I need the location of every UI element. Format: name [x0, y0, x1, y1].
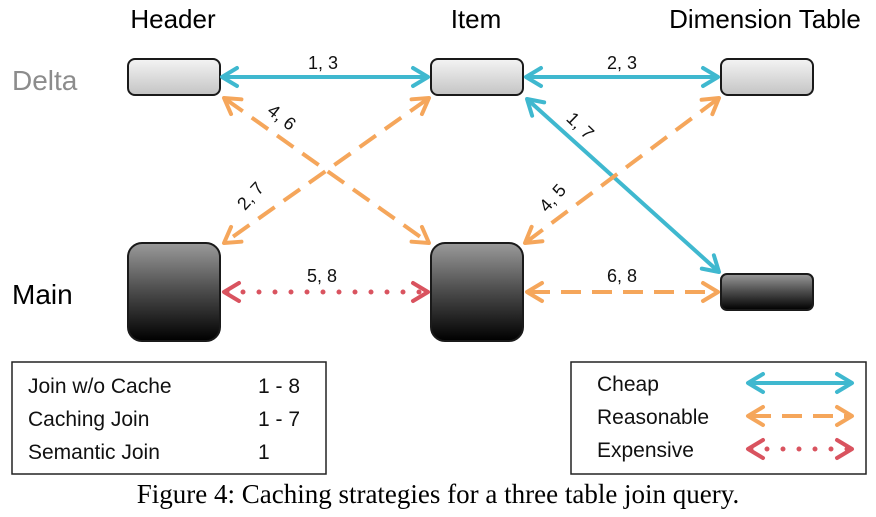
edge-item-delta-header-main-arrowhead-end [222, 224, 244, 245]
edge-dim-delta-item-main-line [526, 98, 718, 243]
dimension-delta-box [720, 58, 814, 96]
cost-legend-arrow-cheap-arrowhead-end [835, 372, 854, 394]
edge-item-dim-delta-arrowhead-end [701, 66, 720, 88]
edge-item-delta-header-main-line [225, 98, 428, 243]
edge-header-delta-item-main-arrowhead-end [409, 224, 431, 245]
edge-header-delta-item-main-line [225, 98, 428, 243]
edge-dim-delta-item-main-arrowhead-start [699, 96, 721, 117]
header-column-title: Header [130, 4, 216, 34]
strategy-range-caching-join: 1 - 7 [258, 408, 300, 431]
header-delta-box [127, 58, 221, 96]
cost-legend-arrow-expensive-arrowhead-end [835, 438, 854, 460]
edge-label-dim-delta-item-main: 4, 5 [535, 180, 570, 216]
cost-legend-arrow-cheap-arrowhead-start [746, 372, 765, 394]
cost-legend-label-expensive: Expensive [597, 439, 694, 462]
edge-item-dim-main-arrowhead-start [525, 281, 544, 303]
edge-label-item-delta-header-main: 2, 7 [233, 178, 268, 214]
item-delta-box [430, 58, 524, 96]
edge-dim-delta-item-main-arrowhead-end [523, 224, 545, 245]
strategy-name-caching-join: Caching Join [28, 408, 149, 431]
strategy-range-semantic-join: 1 [258, 441, 270, 464]
strategy-legend-box [11, 361, 327, 475]
edge-header-item-main-arrowhead-end [411, 281, 430, 303]
cost-legend-arrow-reasonable-arrowhead-start [746, 405, 765, 427]
edge-item-delta-dim-main-arrowhead-end [699, 253, 721, 274]
edge-label-header-item-delta: 1, 3 [308, 53, 338, 73]
figure-caption: Figure 4: Caching strategies for a three… [137, 479, 740, 509]
dimension-table-column-title: Dimension Table [669, 4, 861, 34]
edge-header-item-delta-arrowhead-end [411, 66, 430, 88]
main-row-title: Main [12, 279, 73, 310]
edge-item-delta-dim-main-line [527, 99, 719, 272]
edge-header-item-delta-arrowhead-start [220, 66, 239, 88]
delta-row-title: Delta [12, 65, 78, 96]
edge-item-delta-header-main-arrowhead-start [409, 96, 431, 117]
edge-label-header-delta-item-main: 4, 6 [264, 100, 300, 134]
item-main-box [430, 242, 524, 342]
legend-arrow-layer [746, 372, 854, 460]
edge-item-dim-delta-arrowhead-start [524, 66, 543, 88]
dimension-main-box [720, 273, 814, 311]
cost-legend-arrow-reasonable-arrowhead-end [835, 405, 854, 427]
edge-item-dim-main-arrowhead-end [701, 281, 720, 303]
edge-header-item-main-arrowhead-start [222, 281, 241, 303]
cost-legend-label-cheap: Cheap [597, 373, 659, 396]
cost-legend-arrow-expensive-arrowhead-start [746, 438, 765, 460]
edge-label-item-dim-delta: 2, 3 [607, 53, 637, 73]
edge-label-header-item-main: 5, 8 [307, 266, 337, 286]
header-main-box [127, 242, 221, 342]
edge-header-delta-item-main-arrowhead-start [222, 96, 244, 117]
strategy-name-semantic-join: Semantic Join [28, 441, 160, 464]
cost-legend-label-reasonable: Reasonable [597, 406, 709, 429]
item-column-title: Item [451, 4, 502, 34]
edge-label-item-dim-main: 6, 8 [607, 266, 637, 286]
strategy-name-join-without-cache: Join w/o Cache [28, 375, 172, 398]
edge-item-delta-dim-main-arrowhead-start [525, 97, 547, 118]
strategy-range-join-without-cache: 1 - 8 [258, 375, 300, 398]
edge-layer [220, 66, 721, 303]
